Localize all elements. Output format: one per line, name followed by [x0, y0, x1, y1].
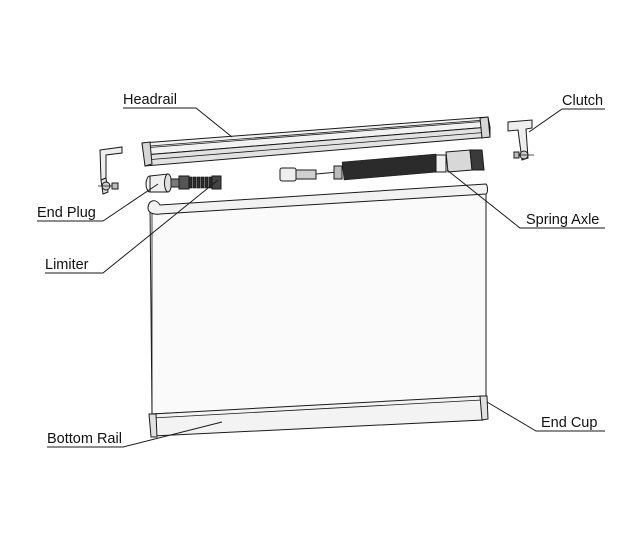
labels: Headrail Clutch End Plug Spring Axle Lim… [37, 92, 603, 447]
bottom-rail-leader [47, 421, 223, 448]
headrail [141, 116, 491, 167]
headrail-leader [123, 107, 233, 138]
label-headrail: Headrail [123, 92, 177, 108]
label-end-cup: End Cup [541, 415, 597, 431]
limiter-coil [188, 176, 213, 189]
fabric-panel [147, 183, 488, 415]
label-bottom-rail: Bottom Rail [47, 431, 122, 447]
spring-coil [341, 153, 439, 181]
spring-axle [279, 149, 485, 182]
label-spring-axle: Spring Axle [526, 212, 599, 228]
end-plug-limiter-assembly [145, 173, 222, 193]
spring-axle-leader [446, 169, 605, 229]
label-limiter: Limiter [45, 257, 89, 273]
right-bracket-clutch [507, 119, 534, 161]
end-cup-leader [486, 401, 605, 432]
label-end-plug: End Plug [37, 205, 96, 221]
bottom-rail [148, 395, 489, 438]
leader-lines [37, 107, 605, 448]
label-clutch: Clutch [562, 93, 603, 109]
end-plug-leader [37, 183, 159, 222]
clutch-leader [528, 108, 605, 133]
limiter-leader [45, 179, 219, 274]
left-bracket [98, 146, 123, 195]
